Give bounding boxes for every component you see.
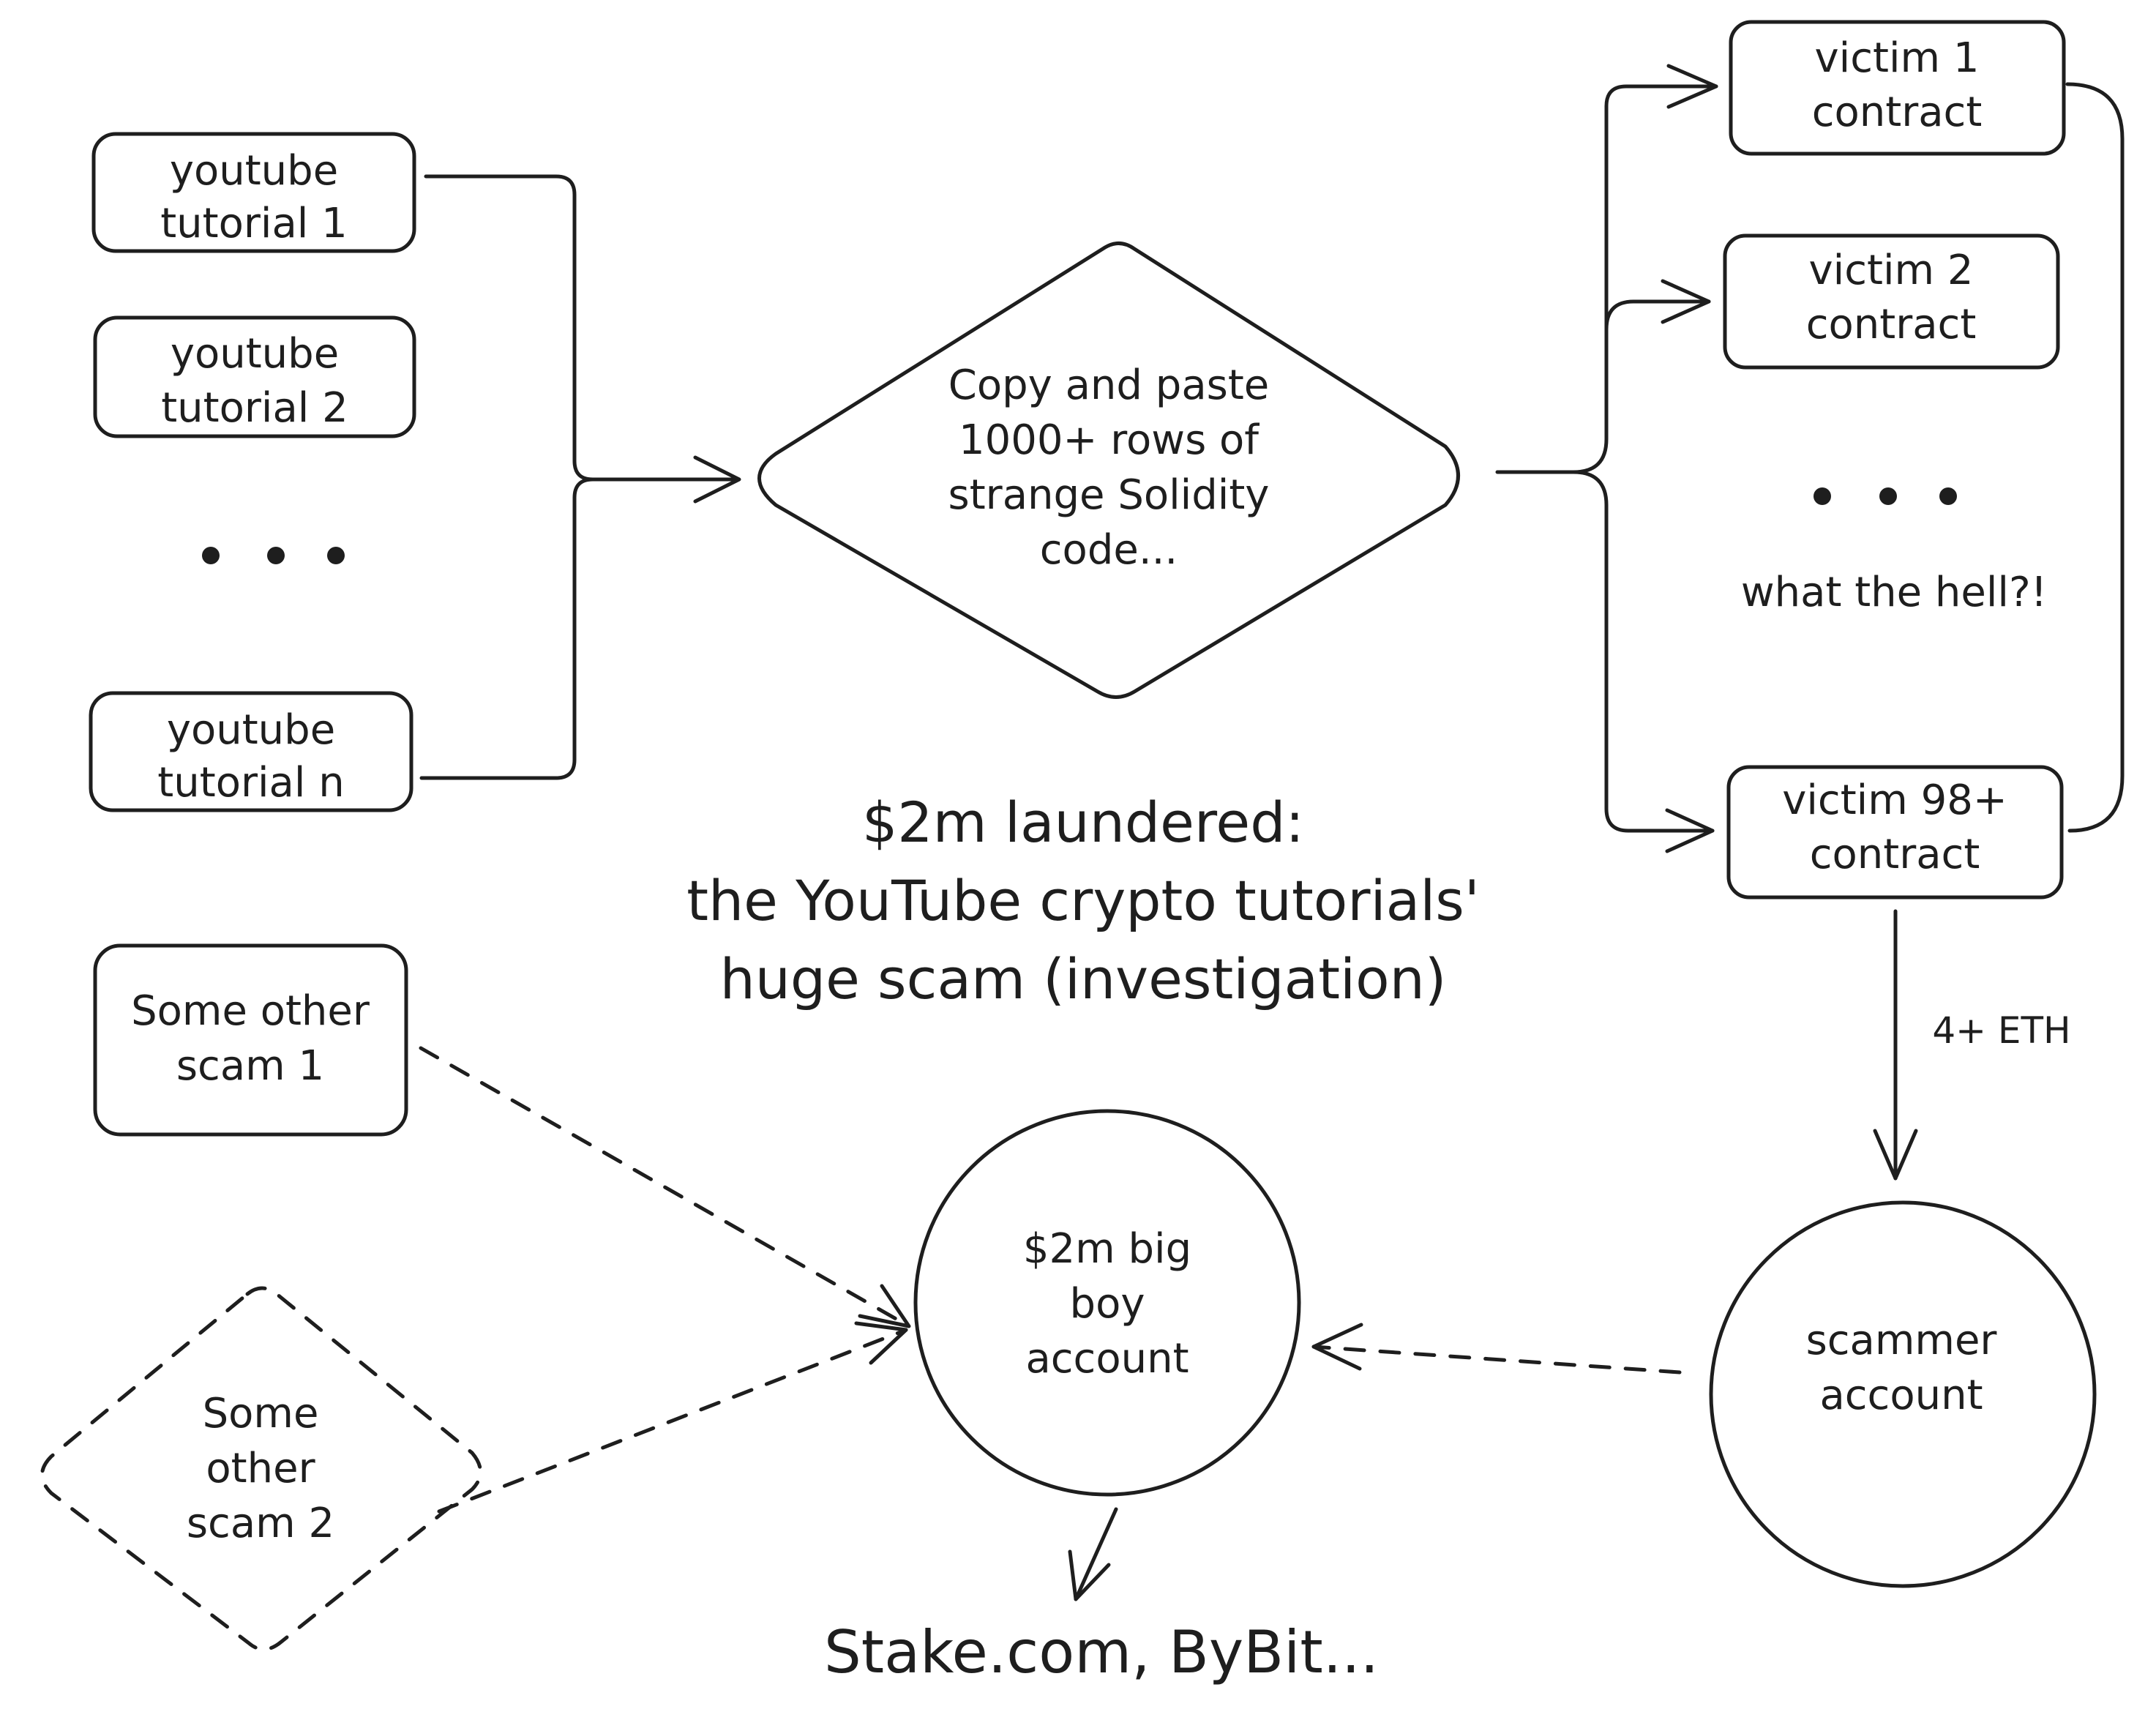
victim-box-1: victim 1 contract [1729, 20, 2066, 156]
tutorial-box-n-shape [89, 691, 413, 812]
scammer-line1: scammer [1806, 1317, 1998, 1364]
title-line1: $2m laundered: [862, 790, 1304, 855]
tutorial-2-line2: tutorial 2 [161, 384, 348, 432]
tutorial-1-line2: tutorial 1 [160, 200, 348, 247]
title-line2: the YouTube crypto tutorials' [686, 868, 1480, 933]
scam-2-to-big-account-arrow [437, 1321, 908, 1514]
tutorial-1-line1: youtube [170, 147, 338, 195]
tutorial-box-n: youtube tutorial n [89, 691, 413, 812]
victims-group-bracket [2065, 82, 2125, 833]
victim-box-98-shape [1726, 765, 2064, 900]
decision-line3: strange Solidity [948, 471, 1270, 519]
big-account-circle: $2m big boy account [913, 1109, 1301, 1497]
destination-label: Stake.com, ByBit... [824, 1618, 1379, 1686]
big-account-line3: account [1025, 1335, 1189, 1383]
tutorial-n-line1: youtube [167, 706, 335, 754]
scam-1-shape [93, 943, 408, 1137]
victim-box-1-shape [1729, 20, 2066, 156]
big-account-shape [913, 1109, 1301, 1497]
scam-1-line2: scam 1 [176, 1042, 324, 1090]
decision-line2: 1000+ rows of [959, 416, 1259, 464]
scam-1-box: Some other scam 1 [93, 943, 408, 1137]
tutorial-n-line2: tutorial n [157, 759, 344, 807]
scammer-account-shape [1709, 1200, 2097, 1588]
tutorials-ellipsis [202, 547, 345, 564]
scammer-to-big-account-arrow [1311, 1323, 1682, 1375]
scam-1-to-big-account-arrow [419, 1046, 911, 1328]
scam-2-line2: other [206, 1445, 315, 1492]
tutorial-box-2-shape [93, 315, 416, 438]
victims-to-scammer-arrow [1873, 909, 1918, 1181]
tutorial-box-1: youtube tutorial 1 [91, 132, 416, 253]
big-account-line1: $2m big [1023, 1225, 1191, 1273]
diagram-title: $2m laundered: the YouTube crypto tutori… [686, 790, 1480, 1011]
victim-2-line2: contract [1806, 301, 1977, 348]
victims-note: what the hell?! [1741, 569, 2047, 616]
big-account-line2: boy [1070, 1280, 1145, 1328]
scam-2-diamond: Some other scam 2 [40, 1286, 482, 1651]
scammer-account-circle: scammer account [1709, 1200, 2097, 1588]
victims-ellipsis [1813, 487, 1957, 505]
scam-2-line3: scam 2 [187, 1500, 334, 1547]
tutorial-2-line1: youtube [171, 330, 339, 378]
victim-1-line1: victim 1 [1815, 34, 1980, 82]
scam-2-shape [40, 1286, 482, 1651]
scam-1-line1: Some other [131, 987, 370, 1035]
victim-98-line1: victim 98+ [1782, 777, 2007, 824]
decision-diamond-shape [757, 242, 1460, 699]
victim-2-line1: victim 2 [1809, 247, 1974, 294]
scam-2-line1: Some [203, 1390, 319, 1437]
big-account-to-destination-arrow [1068, 1507, 1118, 1601]
decision-diamond: Copy and paste 1000+ rows of strange Sol… [757, 242, 1460, 699]
title-line3: huge scam (investigation) [720, 946, 1447, 1011]
victim-box-98: victim 98+ contract [1726, 765, 2064, 900]
decision-to-victims-arrow [1495, 64, 1718, 853]
tutorial-box-2: youtube tutorial 2 [93, 315, 416, 438]
victim-box-2-shape [1723, 233, 2060, 370]
decision-line1: Copy and paste [948, 362, 1269, 409]
tutorials-to-decision-arrow [419, 174, 741, 780]
scammer-line2: account [1819, 1372, 1983, 1419]
victim-box-2: victim 2 contract [1723, 233, 2060, 370]
decision-line4: code... [1040, 526, 1178, 574]
eth-label: 4+ ETH [1932, 1009, 2070, 1052]
tutorial-box-1-shape [91, 132, 416, 253]
victim-98-line2: contract [1810, 831, 1980, 878]
victim-1-line2: contract [1812, 89, 1983, 136]
